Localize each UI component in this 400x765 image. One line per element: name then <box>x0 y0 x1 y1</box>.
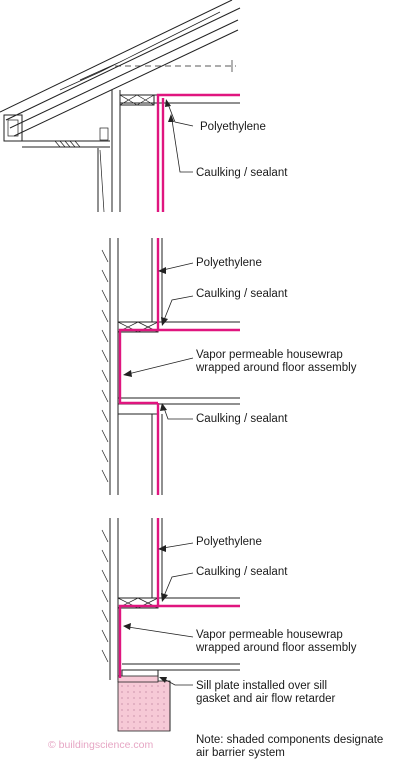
label-polyethylene-2: Polyethylene <box>196 257 262 269</box>
polyethylene-upper-2 <box>156 238 240 332</box>
label-polyethylene-3: Polyethylene <box>196 536 262 548</box>
label-polyethylene-1: Polyethylene <box>200 121 266 133</box>
siding-2 <box>101 238 119 495</box>
label-caulking-4: Caulking / sealant <box>196 566 288 578</box>
wall-1 <box>97 90 121 213</box>
label-caulking-1: Caulking / sealant <box>196 167 288 179</box>
label-caulking-3: Caulking / sealant <box>196 413 288 425</box>
leaders-section-3 <box>123 542 194 686</box>
roof-ceiling-section <box>0 0 241 213</box>
roof-assembly <box>0 0 241 137</box>
watermark: © buildingscience.com <box>48 739 153 751</box>
ceiling-joist <box>119 94 240 106</box>
label-housewrap-2-line2: wrapped around floor assembly <box>195 362 357 374</box>
housewrap-floor-2 <box>118 328 158 405</box>
polyethylene-ceiling-wall <box>156 93 240 212</box>
label-caulking-2: Caulking / sealant <box>196 288 288 300</box>
intermediate-floor-section <box>101 238 240 495</box>
label-sill-line1: Sill plate installed over sill <box>196 680 327 692</box>
eave-soffit <box>3 114 110 148</box>
sill-plate <box>117 675 159 683</box>
label-housewrap-3-line1: Vapor permeable housewrap <box>196 629 343 641</box>
label-housewrap-3-line2: wrapped around floor assembly <box>195 642 357 654</box>
leaders-section-2 <box>123 262 194 420</box>
leaders-section-1 <box>165 99 194 173</box>
siding-3 <box>101 518 119 680</box>
foundation-sill-section <box>101 518 240 732</box>
note-line1: Note: shaded components designate <box>196 734 383 746</box>
note-line2: air barrier system <box>196 747 285 759</box>
label-housewrap-2-line1: Vapor permeable housewrap <box>196 349 343 361</box>
polyethylene-3 <box>156 518 240 608</box>
housewrap-floor-3 <box>118 604 158 678</box>
label-sill-line2: gasket and air flow retarder <box>196 693 336 705</box>
